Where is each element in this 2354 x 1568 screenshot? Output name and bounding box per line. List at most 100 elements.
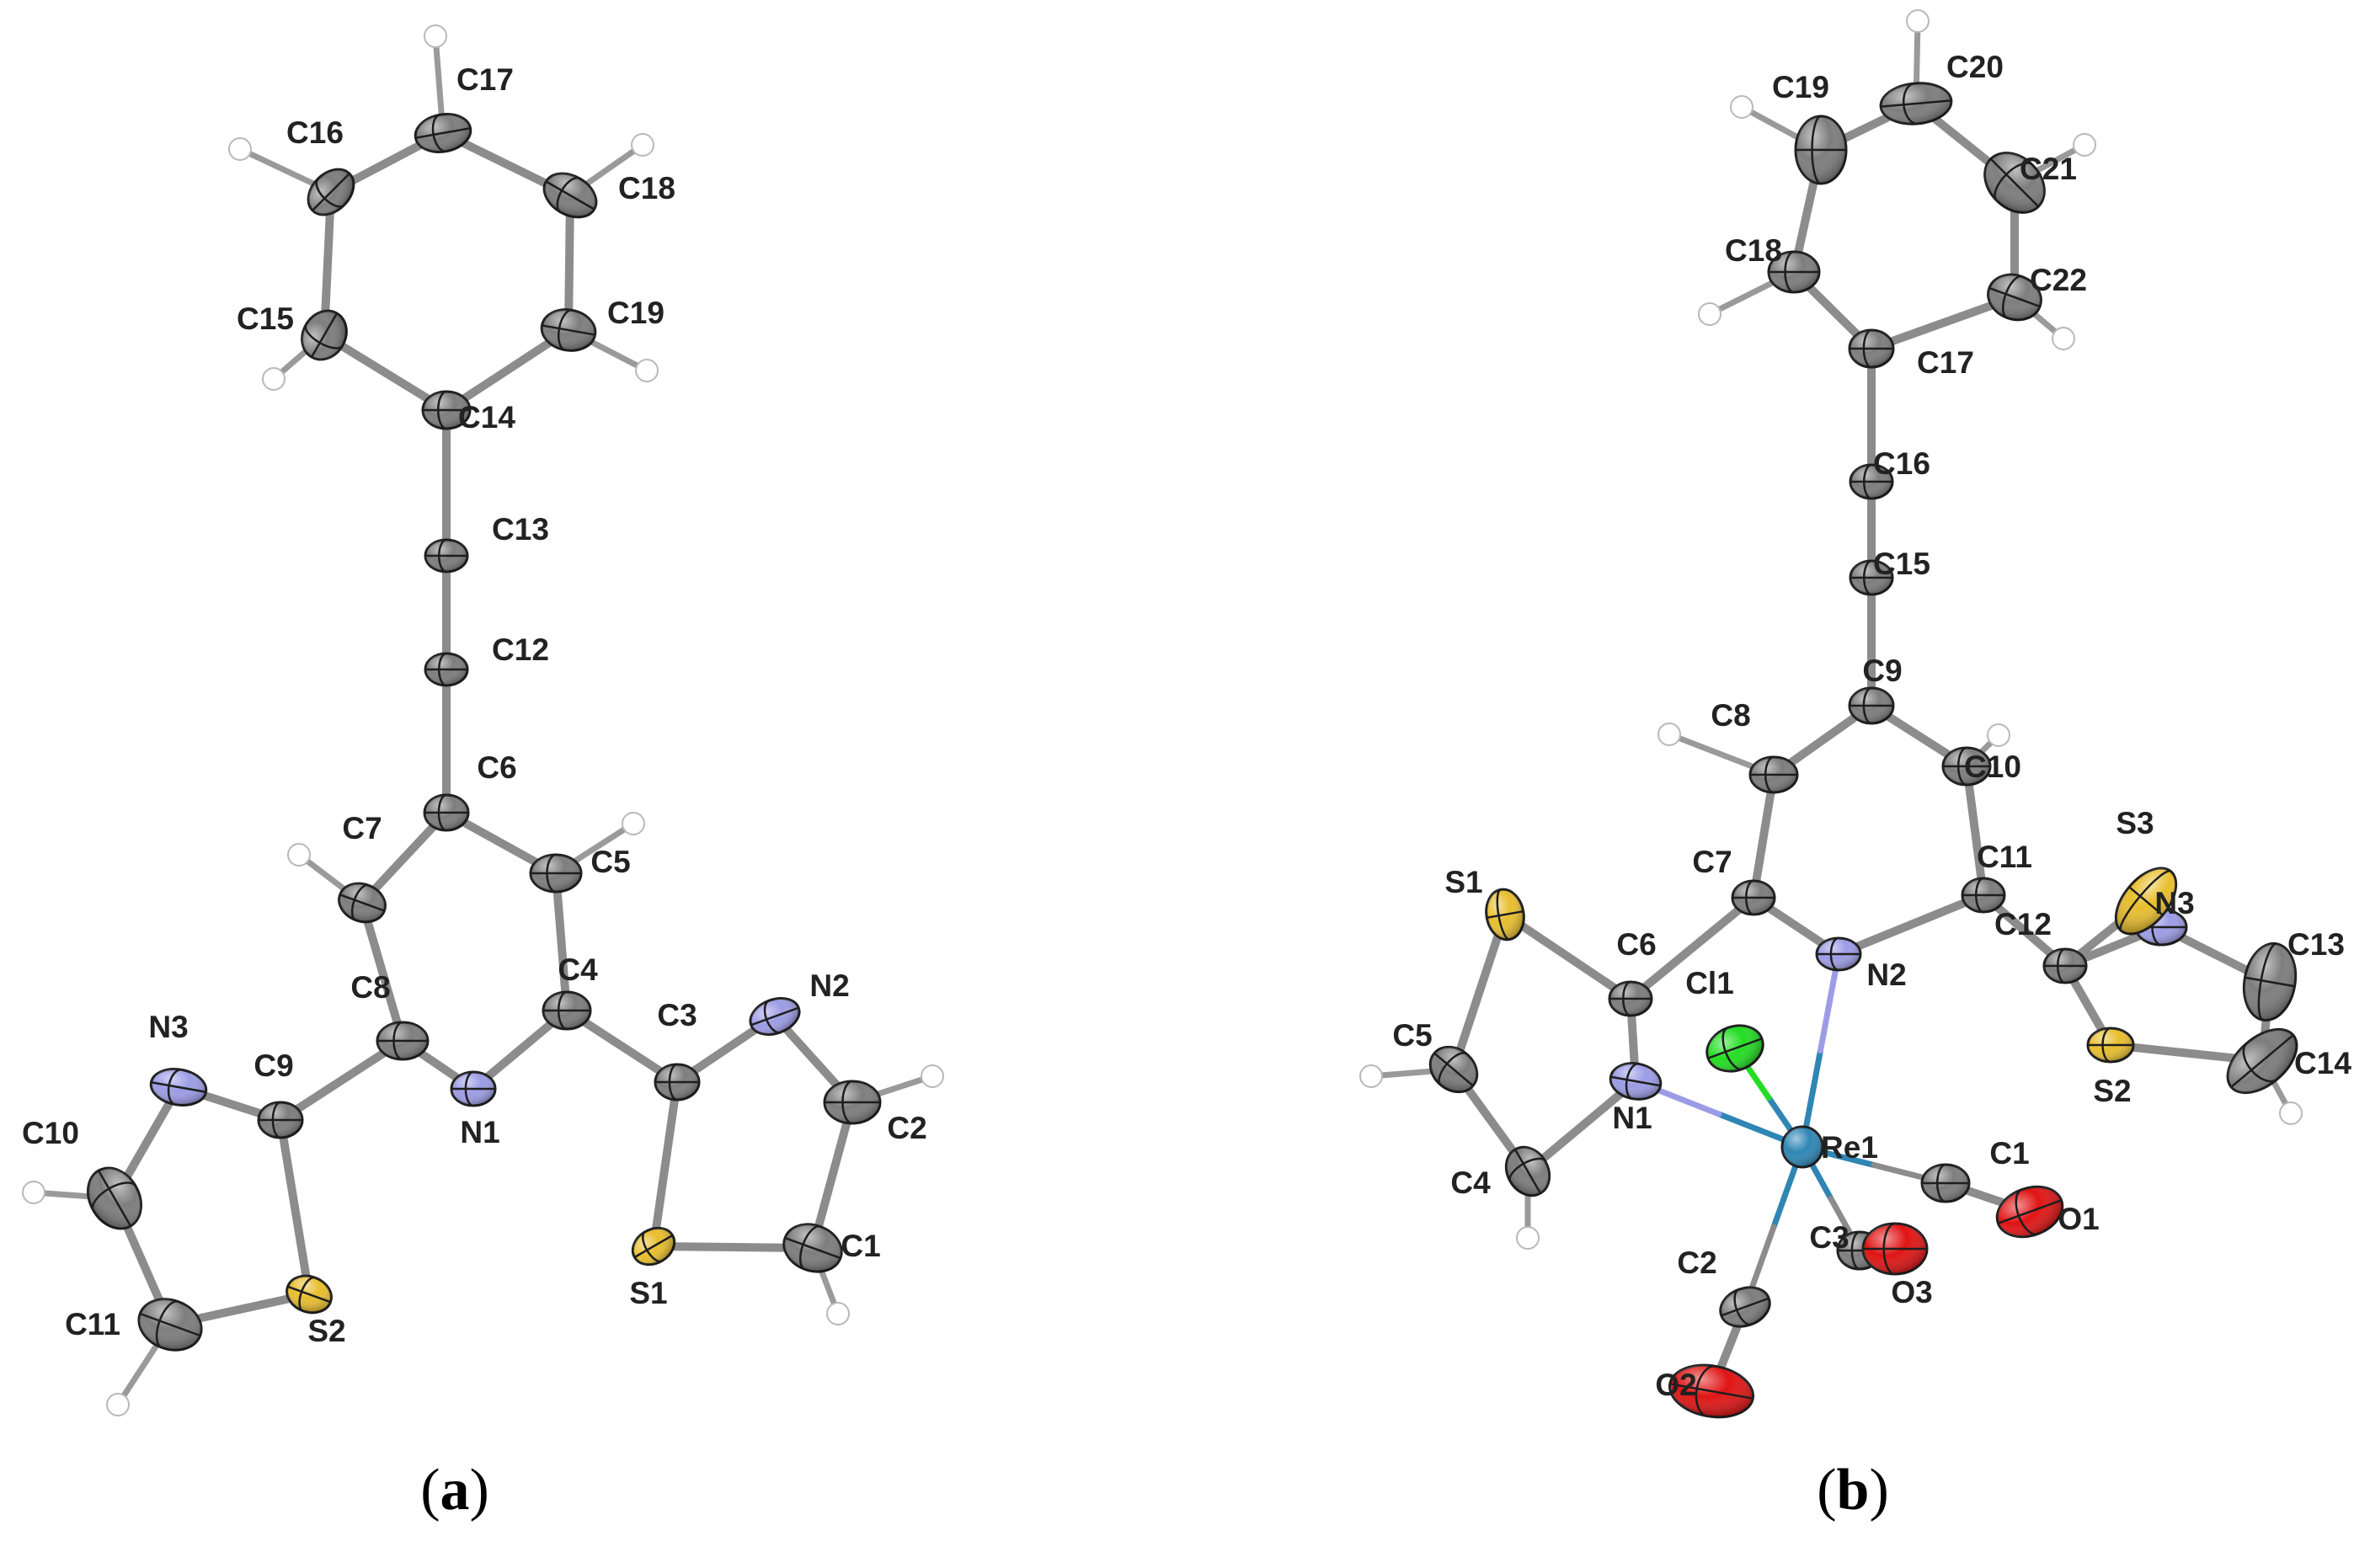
panel-a-hydrogens	[22, 24, 944, 1416]
a-label-N3: N3	[148, 1010, 188, 1044]
panel-b-rhenium-complex-structure: C1C2C3C4C5C6C7C8C9C10C11C12C13C14C15C16C…	[1359, 9, 2351, 1419]
b-atom-C9	[1848, 686, 1895, 725]
a-label-C9: C9	[254, 1048, 293, 1083]
a-atom-C19	[540, 308, 597, 352]
a-atom-C7	[338, 882, 387, 924]
a-label-C14: C14	[458, 400, 515, 435]
a-hydrogen-atom-C2	[921, 1064, 944, 1088]
a-atom-N2	[749, 997, 801, 1036]
b-label-C4: C4	[1450, 1165, 1491, 1200]
a-atom-C6	[423, 793, 470, 832]
b-label-Re1: Re1	[1821, 1130, 1878, 1165]
a-hydrogen-atom-C1	[826, 1302, 850, 1325]
caption-b: (b)	[1817, 1458, 1889, 1523]
a-atom-C9	[257, 1101, 304, 1139]
b-label-C13: C13	[2287, 927, 2345, 962]
b-label-C6: C6	[1616, 927, 1656, 962]
a-label-C8: C8	[350, 970, 390, 1005]
panel-a-atoms	[87, 113, 882, 1352]
a-label-S2: S2	[307, 1314, 345, 1348]
b-atom-C13	[2242, 941, 2298, 1022]
a-bond-C8-C9	[276, 1037, 407, 1124]
a-atom-C14	[421, 390, 472, 430]
b-atom-O2	[1668, 1363, 1755, 1419]
b-label-C19: C19	[1772, 70, 1829, 104]
a-label-C5: C5	[590, 845, 630, 879]
b-label-N1: N1	[1612, 1101, 1652, 1135]
b-atom-C5	[1428, 1045, 1479, 1094]
a-label-C1: C1	[841, 1229, 880, 1263]
b-atom-O3	[1861, 1222, 1929, 1276]
b-atom-N2	[1815, 936, 1862, 972]
a-atom-N3	[149, 1068, 208, 1107]
a-atom-C10	[87, 1166, 142, 1230]
a-atom-C4	[542, 990, 592, 1031]
a-label-C11: C11	[65, 1307, 120, 1341]
a-atom-S2	[286, 1274, 333, 1315]
b-label-C20: C20	[1946, 50, 2004, 84]
caption-a-letter: a	[440, 1458, 470, 1523]
b-bond-C7-C6	[1626, 893, 1758, 1003]
b-atom-S3	[2114, 867, 2178, 936]
b-atom-O1	[1995, 1185, 2064, 1239]
b-atom-C2	[1719, 1286, 1771, 1328]
b-label-Cl1: Cl1	[1685, 966, 1734, 1000]
a-label-C4: C4	[558, 952, 598, 987]
a-label-C13: C13	[492, 512, 549, 547]
b-label-C22: C22	[2030, 263, 2087, 297]
b-atom-C19	[1794, 115, 1848, 185]
a-label-C18: C18	[618, 171, 675, 205]
a-label-C6: C6	[477, 750, 516, 785]
b-label-S3: S3	[2116, 806, 2154, 840]
b-label-C7: C7	[1692, 845, 1732, 879]
a-hydrogen-atom-C15	[262, 367, 286, 391]
b-atom-N1	[1609, 1062, 1663, 1101]
a-bond-C7-C8	[358, 899, 407, 1045]
b-atom-C10	[1941, 746, 1992, 787]
b-label-C12: C12	[1994, 907, 2052, 941]
a-atom-C2	[823, 1080, 882, 1125]
b-atom-Cl1	[1705, 1024, 1764, 1073]
b-atom-S2	[2086, 1027, 2135, 1064]
a-atom-C1	[782, 1223, 843, 1273]
a-label-C2: C2	[887, 1111, 926, 1145]
a-hydrogen-atom-C18	[631, 133, 654, 157]
a-atom-N1	[450, 1070, 497, 1107]
panel-a-ligand-structure: C1C2C3C4C5C6C7C8C9C10C11C12C13C14C15C16C…	[22, 24, 944, 1416]
b-label-N3: N3	[2154, 886, 2194, 920]
b-hydrogen-atom-C4	[1516, 1226, 1540, 1250]
a-atom-S1	[631, 1226, 676, 1267]
a-atom-C12	[424, 652, 469, 687]
b-label-C2: C2	[1677, 1245, 1716, 1280]
b-atom-C18	[1767, 250, 1821, 294]
b-label-S2: S2	[2093, 1074, 2131, 1108]
b-label-C11: C11	[1977, 840, 2032, 874]
a-label-C15: C15	[237, 301, 294, 336]
b-atom-C21	[1983, 152, 2046, 214]
b-atom-C11	[1961, 877, 2006, 914]
b-label-C18: C18	[1725, 233, 1782, 268]
b-hydrogen-atom-C10	[1987, 723, 2010, 747]
b-hydrogen-atom-C19	[1730, 95, 1753, 119]
b-atom-C15	[1849, 559, 1894, 596]
caption-a: (a)	[420, 1458, 489, 1523]
b-label-O2: O2	[1655, 1368, 1696, 1402]
a-atom-C13	[424, 538, 469, 573]
b-label-C5: C5	[1392, 1018, 1432, 1053]
a-atom-C15	[301, 309, 348, 361]
b-atom-C1	[1920, 1163, 1971, 1203]
b-atom-C20	[1879, 82, 1953, 125]
b-label-S1: S1	[1444, 865, 1482, 899]
b-hydrogen-atom-C14	[2279, 1101, 2303, 1125]
a-bond-C2-C1	[809, 1098, 857, 1252]
a-label-C3: C3	[657, 998, 697, 1032]
b-hydrogen-atom-C18	[1698, 302, 1721, 326]
b-atom-C6	[1608, 980, 1653, 1017]
b-bond-C11-C10	[1962, 762, 1988, 899]
b-hydrogen-atom-C20	[1906, 9, 1930, 33]
a-atom-C5	[529, 853, 583, 893]
a-atom-C8	[376, 1021, 430, 1061]
b-atom-C4	[1504, 1145, 1551, 1197]
a-label-C16: C16	[286, 115, 344, 150]
